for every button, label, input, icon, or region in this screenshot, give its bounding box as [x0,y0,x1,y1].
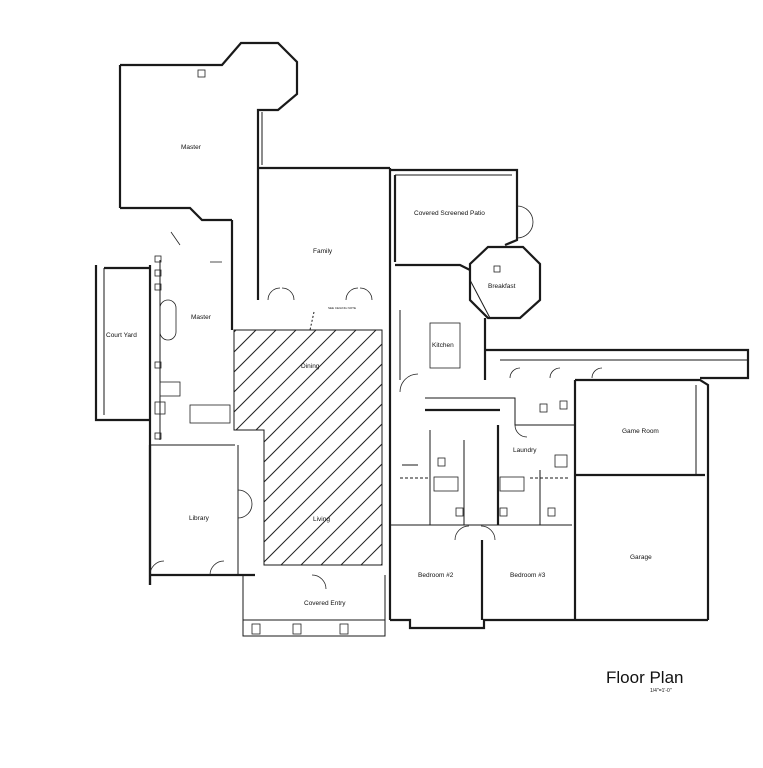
label-living: Living [313,516,330,523]
label-kitchen: Kitchen [432,342,454,349]
family-room-walls [256,165,392,301]
court-yard-walls [94,265,152,585]
kitchen-walls [388,300,500,412]
label-covered-entry: Covered Entry [304,600,346,607]
label-bedroom-2: Bedroom #2 [418,572,454,579]
label-family: Family [313,248,333,255]
label-master-bedroom: Master [181,144,202,151]
drawing-title: Floor Plan [606,668,684,687]
master-bedroom-walls [118,41,299,246]
master-bath-walls [150,220,235,446]
label-master-bath: Master [191,314,212,321]
laundry-walls [500,397,576,470]
label-bedroom-3: Bedroom #3 [510,572,546,579]
game-garage-walls [572,378,710,622]
label-dining: Dining [301,363,320,370]
label-patio: Covered Screened Patio [414,210,485,217]
label-game-room: Game Room [622,428,659,435]
label-library: Library [189,515,210,522]
bedroom-walls [388,395,572,630]
drawing-scale: 1/4"=1'-0" [650,688,672,694]
label-ceiling-note: SEE CEILING NOTE [328,306,356,310]
label-court-yard: Court Yard [106,332,137,339]
covered-entry-walls [242,574,386,637]
library-walls [148,445,255,585]
breakfast-walls [468,245,542,320]
label-laundry: Laundry [513,447,537,454]
corridor-walls [485,348,750,380]
label-breakfast: Breakfast [488,283,516,290]
patio-walls [390,168,534,271]
label-garage: Garage [630,554,652,561]
